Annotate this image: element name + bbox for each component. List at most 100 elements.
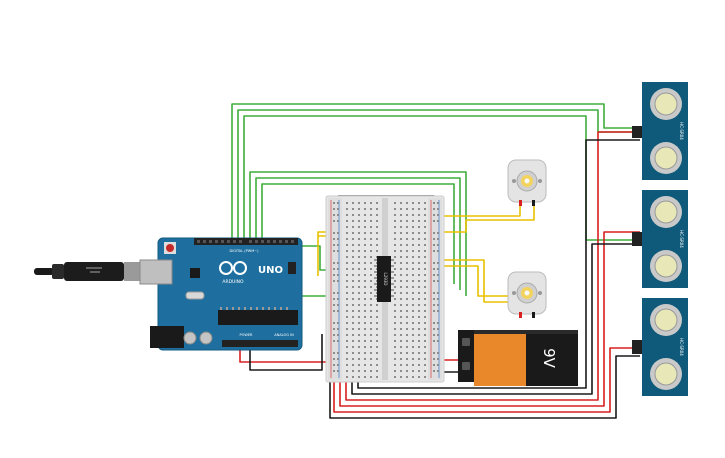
rail-hole[interactable] bbox=[437, 334, 439, 336]
breadboard-hole[interactable] bbox=[406, 286, 408, 288]
breadboard-hole[interactable] bbox=[364, 280, 366, 282]
rail-hole[interactable] bbox=[433, 238, 435, 240]
breadboard-hole[interactable] bbox=[424, 316, 426, 318]
breadboard-hole[interactable] bbox=[394, 268, 396, 270]
breadboard-hole[interactable] bbox=[370, 226, 372, 228]
breadboard-hole[interactable] bbox=[424, 346, 426, 348]
breadboard-hole[interactable] bbox=[412, 244, 414, 246]
breadboard-hole[interactable] bbox=[406, 232, 408, 234]
breadboard-hole[interactable] bbox=[400, 220, 402, 222]
breadboard-hole[interactable] bbox=[394, 232, 396, 234]
rail-hole[interactable] bbox=[333, 304, 335, 306]
breadboard-hole[interactable] bbox=[424, 364, 426, 366]
rail-hole[interactable] bbox=[337, 280, 339, 282]
breadboard-hole[interactable] bbox=[412, 316, 414, 318]
rail-hole[interactable] bbox=[337, 310, 339, 312]
dc-motor-bottom[interactable] bbox=[507, 271, 547, 318]
breadboard-hole[interactable] bbox=[424, 358, 426, 360]
breadboard-hole[interactable] bbox=[352, 286, 354, 288]
breadboard-hole[interactable] bbox=[406, 352, 408, 354]
breadboard-hole[interactable] bbox=[400, 334, 402, 336]
breadboard-hole[interactable] bbox=[346, 280, 348, 282]
breadboard-hole[interactable] bbox=[412, 280, 414, 282]
breadboard-hole[interactable] bbox=[424, 376, 426, 378]
breadboard-hole[interactable] bbox=[424, 340, 426, 342]
rail-hole[interactable] bbox=[337, 370, 339, 372]
breadboard-hole[interactable] bbox=[352, 214, 354, 216]
breadboard-hole[interactable] bbox=[370, 346, 372, 348]
breadboard-hole[interactable] bbox=[418, 298, 420, 300]
breadboard-hole[interactable] bbox=[352, 238, 354, 240]
breadboard-hole[interactable] bbox=[418, 274, 420, 276]
rail-hole[interactable] bbox=[337, 202, 339, 204]
breadboard-hole[interactable] bbox=[364, 202, 366, 204]
breadboard-hole[interactable] bbox=[418, 334, 420, 336]
breadboard-hole[interactable] bbox=[406, 364, 408, 366]
breadboard-hole[interactable] bbox=[412, 274, 414, 276]
breadboard-hole[interactable] bbox=[376, 358, 378, 360]
breadboard-hole[interactable] bbox=[364, 220, 366, 222]
breadboard-hole[interactable] bbox=[406, 376, 408, 378]
breadboard-hole[interactable] bbox=[346, 268, 348, 270]
motor-driver-ic[interactable]: L293D bbox=[374, 256, 394, 302]
breadboard-hole[interactable] bbox=[352, 244, 354, 246]
breadboard-hole[interactable] bbox=[400, 298, 402, 300]
breadboard-hole[interactable] bbox=[346, 370, 348, 372]
breadboard-hole[interactable] bbox=[412, 328, 414, 330]
ultrasonic-sensor-1[interactable]: HC-SR04 bbox=[632, 82, 688, 180]
breadboard-hole[interactable] bbox=[424, 226, 426, 228]
breadboard-hole[interactable] bbox=[406, 208, 408, 210]
breadboard-hole[interactable] bbox=[352, 334, 354, 336]
wire-red-5[interactable] bbox=[345, 131, 640, 401]
breadboard-hole[interactable] bbox=[358, 316, 360, 318]
breadboard-hole[interactable] bbox=[352, 280, 354, 282]
rail-hole[interactable] bbox=[333, 328, 335, 330]
breadboard-hole[interactable] bbox=[412, 202, 414, 204]
breadboard-hole[interactable] bbox=[406, 322, 408, 324]
breadboard-hole[interactable] bbox=[352, 322, 354, 324]
rail-hole[interactable] bbox=[333, 280, 335, 282]
breadboard-hole[interactable] bbox=[358, 376, 360, 378]
rail-hole[interactable] bbox=[437, 280, 439, 282]
rail-hole[interactable] bbox=[437, 274, 439, 276]
ultrasonic-sensor-2[interactable]: HC-SR04 bbox=[632, 190, 688, 288]
breadboard-hole[interactable] bbox=[418, 232, 420, 234]
breadboard-hole[interactable] bbox=[412, 322, 414, 324]
breadboard-hole[interactable] bbox=[358, 226, 360, 228]
breadboard-hole[interactable] bbox=[370, 238, 372, 240]
breadboard-hole[interactable] bbox=[346, 286, 348, 288]
breadboard-hole[interactable] bbox=[370, 274, 372, 276]
breadboard-hole[interactable] bbox=[346, 226, 348, 228]
breadboard-hole[interactable] bbox=[412, 238, 414, 240]
breadboard-hole[interactable] bbox=[424, 214, 426, 216]
breadboard-hole[interactable] bbox=[370, 370, 372, 372]
rail-hole[interactable] bbox=[337, 208, 339, 210]
breadboard-hole[interactable] bbox=[364, 268, 366, 270]
breadboard-hole[interactable] bbox=[370, 268, 372, 270]
wire-red-4[interactable] bbox=[339, 231, 640, 407]
breadboard-hole[interactable] bbox=[358, 322, 360, 324]
breadboard-hole[interactable] bbox=[370, 364, 372, 366]
breadboard-hole[interactable] bbox=[352, 316, 354, 318]
ultrasonic-sensor-3[interactable]: HC-SR04 bbox=[632, 298, 688, 396]
breadboard-hole[interactable] bbox=[394, 286, 396, 288]
breadboard-hole[interactable] bbox=[412, 346, 414, 348]
breadboard-hole[interactable] bbox=[424, 262, 426, 264]
breadboard-hole[interactable] bbox=[364, 358, 366, 360]
breadboard-hole[interactable] bbox=[412, 364, 414, 366]
breadboard-hole[interactable] bbox=[376, 304, 378, 306]
dc-motor-top[interactable] bbox=[507, 159, 547, 206]
breadboard-hole[interactable] bbox=[364, 214, 366, 216]
breadboard-hole[interactable] bbox=[412, 250, 414, 252]
breadboard-hole[interactable] bbox=[346, 340, 348, 342]
rail-hole[interactable] bbox=[437, 298, 439, 300]
breadboard-hole[interactable] bbox=[364, 286, 366, 288]
rail-hole[interactable] bbox=[337, 298, 339, 300]
breadboard-hole[interactable] bbox=[358, 256, 360, 258]
breadboard-hole[interactable] bbox=[400, 352, 402, 354]
breadboard-hole[interactable] bbox=[406, 238, 408, 240]
breadboard-hole[interactable] bbox=[376, 334, 378, 336]
rail-hole[interactable] bbox=[337, 358, 339, 360]
breadboard-hole[interactable] bbox=[370, 292, 372, 294]
breadboard-hole[interactable] bbox=[418, 316, 420, 318]
